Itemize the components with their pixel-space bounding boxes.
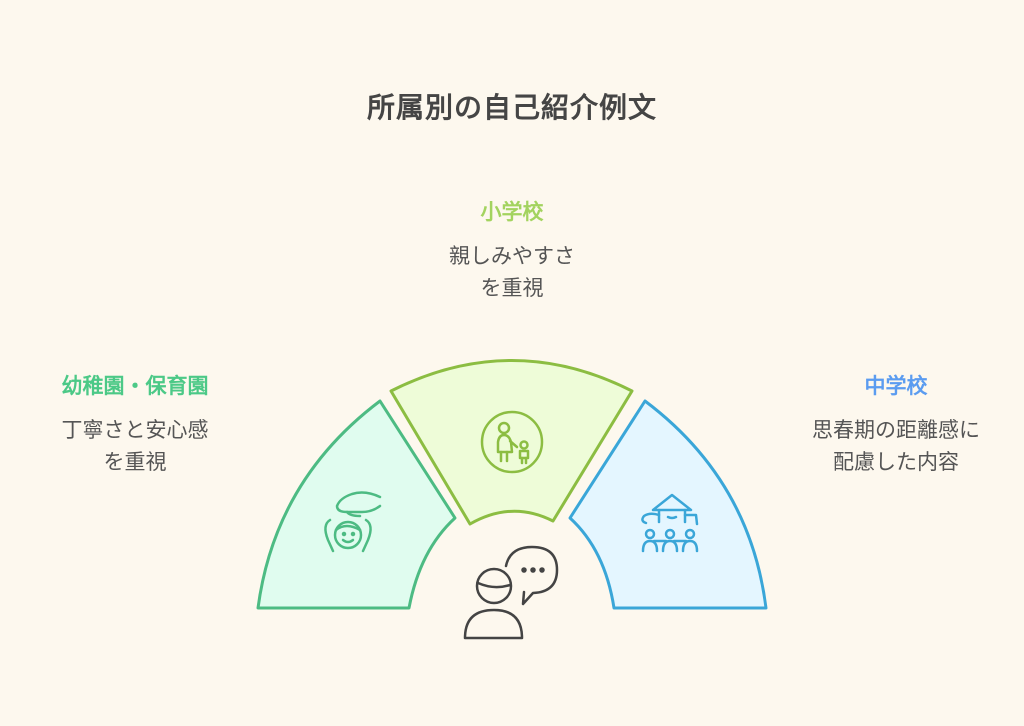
elementary-desc-line2: を重視 — [480, 276, 544, 300]
elementary-heading: 小学校 — [480, 200, 544, 224]
person-speech-bubble-icon — [463, 545, 559, 640]
label-kinder: 幼稚園・保育園 丁寧さと安心感 を重視 — [10, 370, 260, 478]
caring-hand-child-icon — [324, 491, 382, 553]
label-elementary: 小学校 親しみやすさ を重視 — [402, 196, 622, 304]
kinder-desc-line2: を重視 — [103, 450, 167, 474]
teacher-students-icon — [641, 493, 699, 553]
segment-junior — [568, 399, 768, 610]
kinder-desc-line1: 丁寧さと安心感 — [61, 418, 209, 442]
label-junior: 中学校 思春期の距離感に 配慮した内容 — [768, 370, 1024, 478]
adult-child-icon — [480, 410, 544, 474]
elementary-desc-line1: 親しみやすさ — [449, 244, 575, 268]
junior-heading: 中学校 — [864, 374, 928, 398]
page-title: 所属別の自己紹介例文 — [366, 91, 657, 124]
kinder-heading: 幼稚園・保育園 — [61, 374, 209, 398]
junior-desc-line1: 思春期の距離感に — [812, 418, 980, 442]
segment-kinder — [256, 399, 457, 610]
junior-desc-line2: 配慮した内容 — [833, 450, 959, 474]
